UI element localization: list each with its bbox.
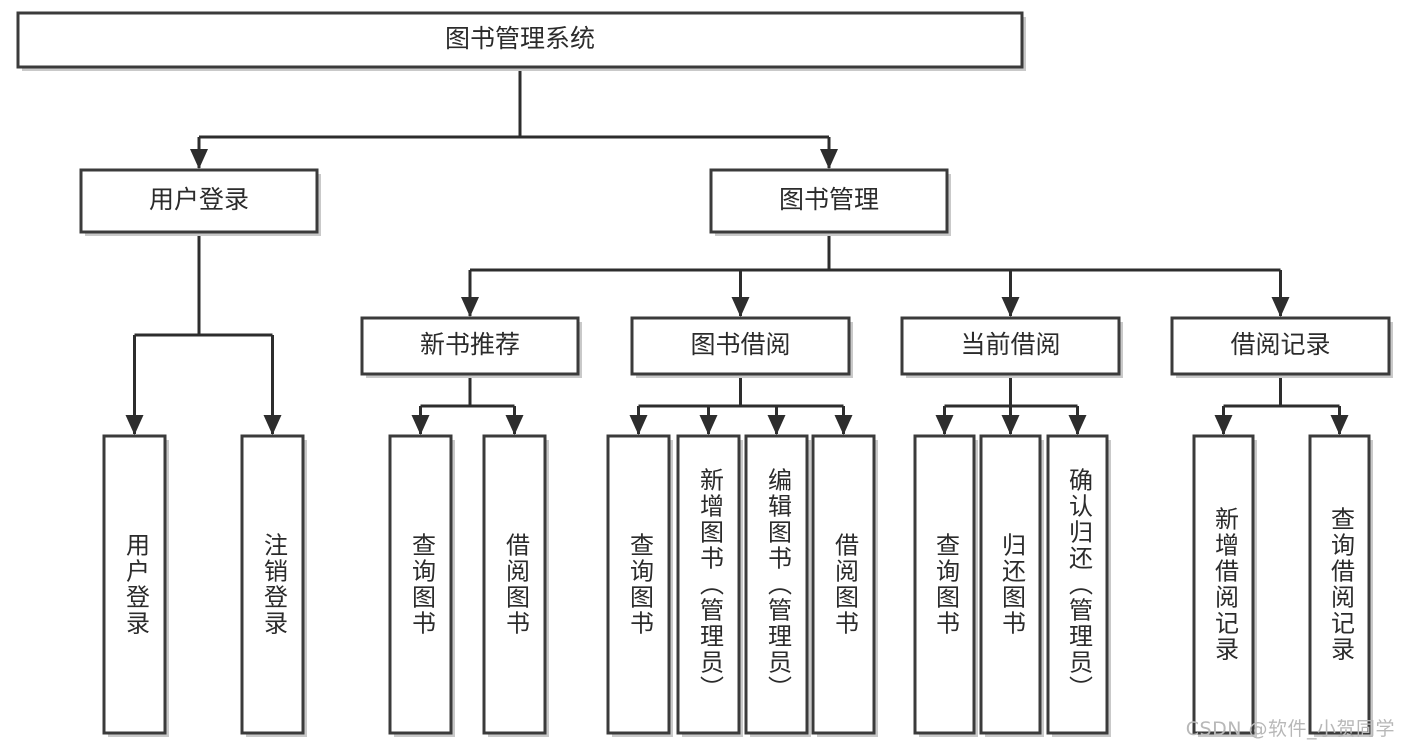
arrow-head (1214, 415, 1233, 435)
node-label: 图书管理 (779, 185, 879, 214)
leaf-node-8[interactable]: 借阅图书 (811, 434, 878, 737)
arrow-head (411, 415, 430, 435)
node-label: 查询图书 (932, 533, 960, 637)
node-label: 注销登录 (260, 533, 288, 637)
leaf-node-1[interactable]: 用户登录 (102, 434, 169, 737)
box-outline (606, 434, 671, 735)
arrow-head (125, 415, 144, 435)
node-label: 借阅图书 (502, 533, 530, 637)
arrow-head (461, 297, 479, 317)
node-boxes: 图书管理系统用户登录图书管理新书推荐图书借阅当前借阅借阅记录用户登录注销登录查询… (16, 11, 1393, 737)
node-label: 新增借阅记录 (1211, 507, 1239, 663)
arrow-head (1271, 297, 1290, 317)
arrow-head (935, 415, 954, 435)
node-label: 查询图书 (626, 533, 654, 637)
box-outline (676, 434, 741, 735)
node-label: 图书借阅 (690, 330, 790, 359)
leaf-node-12[interactable]: 新增借阅记录 (1192, 434, 1257, 737)
box-outline (1170, 316, 1391, 376)
box-outline (979, 434, 1042, 735)
node-label: 借阅图书 (831, 533, 859, 637)
level3-node-4[interactable]: 借阅记录 (1170, 316, 1393, 378)
arrow-head (263, 415, 282, 435)
box-outline (360, 316, 580, 376)
leaf-node-13[interactable]: 查询借阅记录 (1308, 434, 1373, 737)
arrow-head (1330, 415, 1349, 435)
root-node-1[interactable]: 图书管理系统 (16, 11, 1026, 71)
box-outline (913, 434, 976, 735)
leaf-node-5[interactable]: 查询图书 (606, 434, 673, 737)
leaf-node-9[interactable]: 查询图书 (913, 434, 978, 737)
box-outline (482, 434, 547, 735)
box-outline (811, 434, 876, 735)
box-outline (744, 434, 809, 735)
node-label: 图书管理系统 (445, 24, 595, 53)
box-outline (1192, 434, 1255, 735)
level3-node-3[interactable]: 当前借阅 (900, 316, 1123, 378)
leaf-node-2[interactable]: 注销登录 (240, 434, 307, 737)
node-label: 确认归还（管理员） (1065, 468, 1093, 702)
node-label: 新书推荐 (420, 330, 520, 359)
leaf-node-4[interactable]: 借阅图书 (482, 434, 549, 737)
leaf-node-10[interactable]: 归还图书 (979, 434, 1044, 737)
level3-node-1[interactable]: 新书推荐 (360, 316, 582, 378)
box-outline (79, 168, 319, 234)
arrow-head (731, 297, 750, 317)
connector-edges (125, 67, 1349, 435)
box-outline (1046, 434, 1109, 735)
box-outline (709, 168, 949, 234)
node-label: 借阅记录 (1230, 330, 1330, 359)
arrow-head (820, 149, 838, 169)
node-label: 当前借阅 (960, 330, 1060, 359)
arrow-head (834, 415, 853, 435)
box-outline (240, 434, 305, 735)
arrow-head (190, 149, 208, 169)
arrow-head (505, 415, 524, 435)
node-label: 归还图书 (998, 533, 1026, 637)
leaf-node-3[interactable]: 查询图书 (388, 434, 455, 737)
arrow-head (1068, 415, 1087, 435)
box-outline (388, 434, 453, 735)
node-label: 用户登录 (122, 533, 150, 637)
level3-node-2[interactable]: 图书借阅 (630, 316, 853, 378)
node-label: 查询借阅记录 (1327, 507, 1355, 663)
box-outline (102, 434, 167, 735)
node-label: 用户登录 (149, 185, 249, 214)
arrow-head (1001, 415, 1020, 435)
box-outline (16, 11, 1024, 69)
arrow-head (767, 415, 786, 435)
box-outline (630, 316, 851, 376)
leaf-node-7[interactable]: 编辑图书（管理员） (744, 434, 811, 737)
leaf-node-11[interactable]: 确认归还（管理员） (1046, 434, 1111, 737)
node-label: 编辑图书（管理员） (764, 468, 792, 702)
box-outline (1308, 434, 1371, 735)
box-outline (900, 316, 1121, 376)
arrow-head (699, 415, 718, 435)
node-label: 查询图书 (408, 533, 436, 637)
level2-node-2[interactable]: 图书管理 (709, 168, 951, 236)
arrow-head (1001, 297, 1020, 317)
level2-node-1[interactable]: 用户登录 (79, 168, 321, 236)
leaf-node-6[interactable]: 新增图书（管理员） (676, 434, 743, 737)
arrow-head (629, 415, 648, 435)
node-label: 新增图书（管理员） (696, 468, 724, 702)
